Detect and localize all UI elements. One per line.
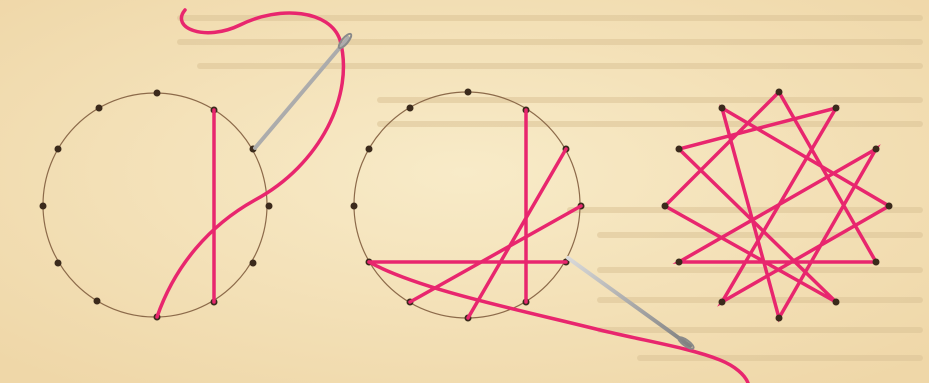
embroidery-figure xyxy=(0,0,929,383)
textbook-page xyxy=(0,0,929,383)
paper-background xyxy=(0,0,929,383)
